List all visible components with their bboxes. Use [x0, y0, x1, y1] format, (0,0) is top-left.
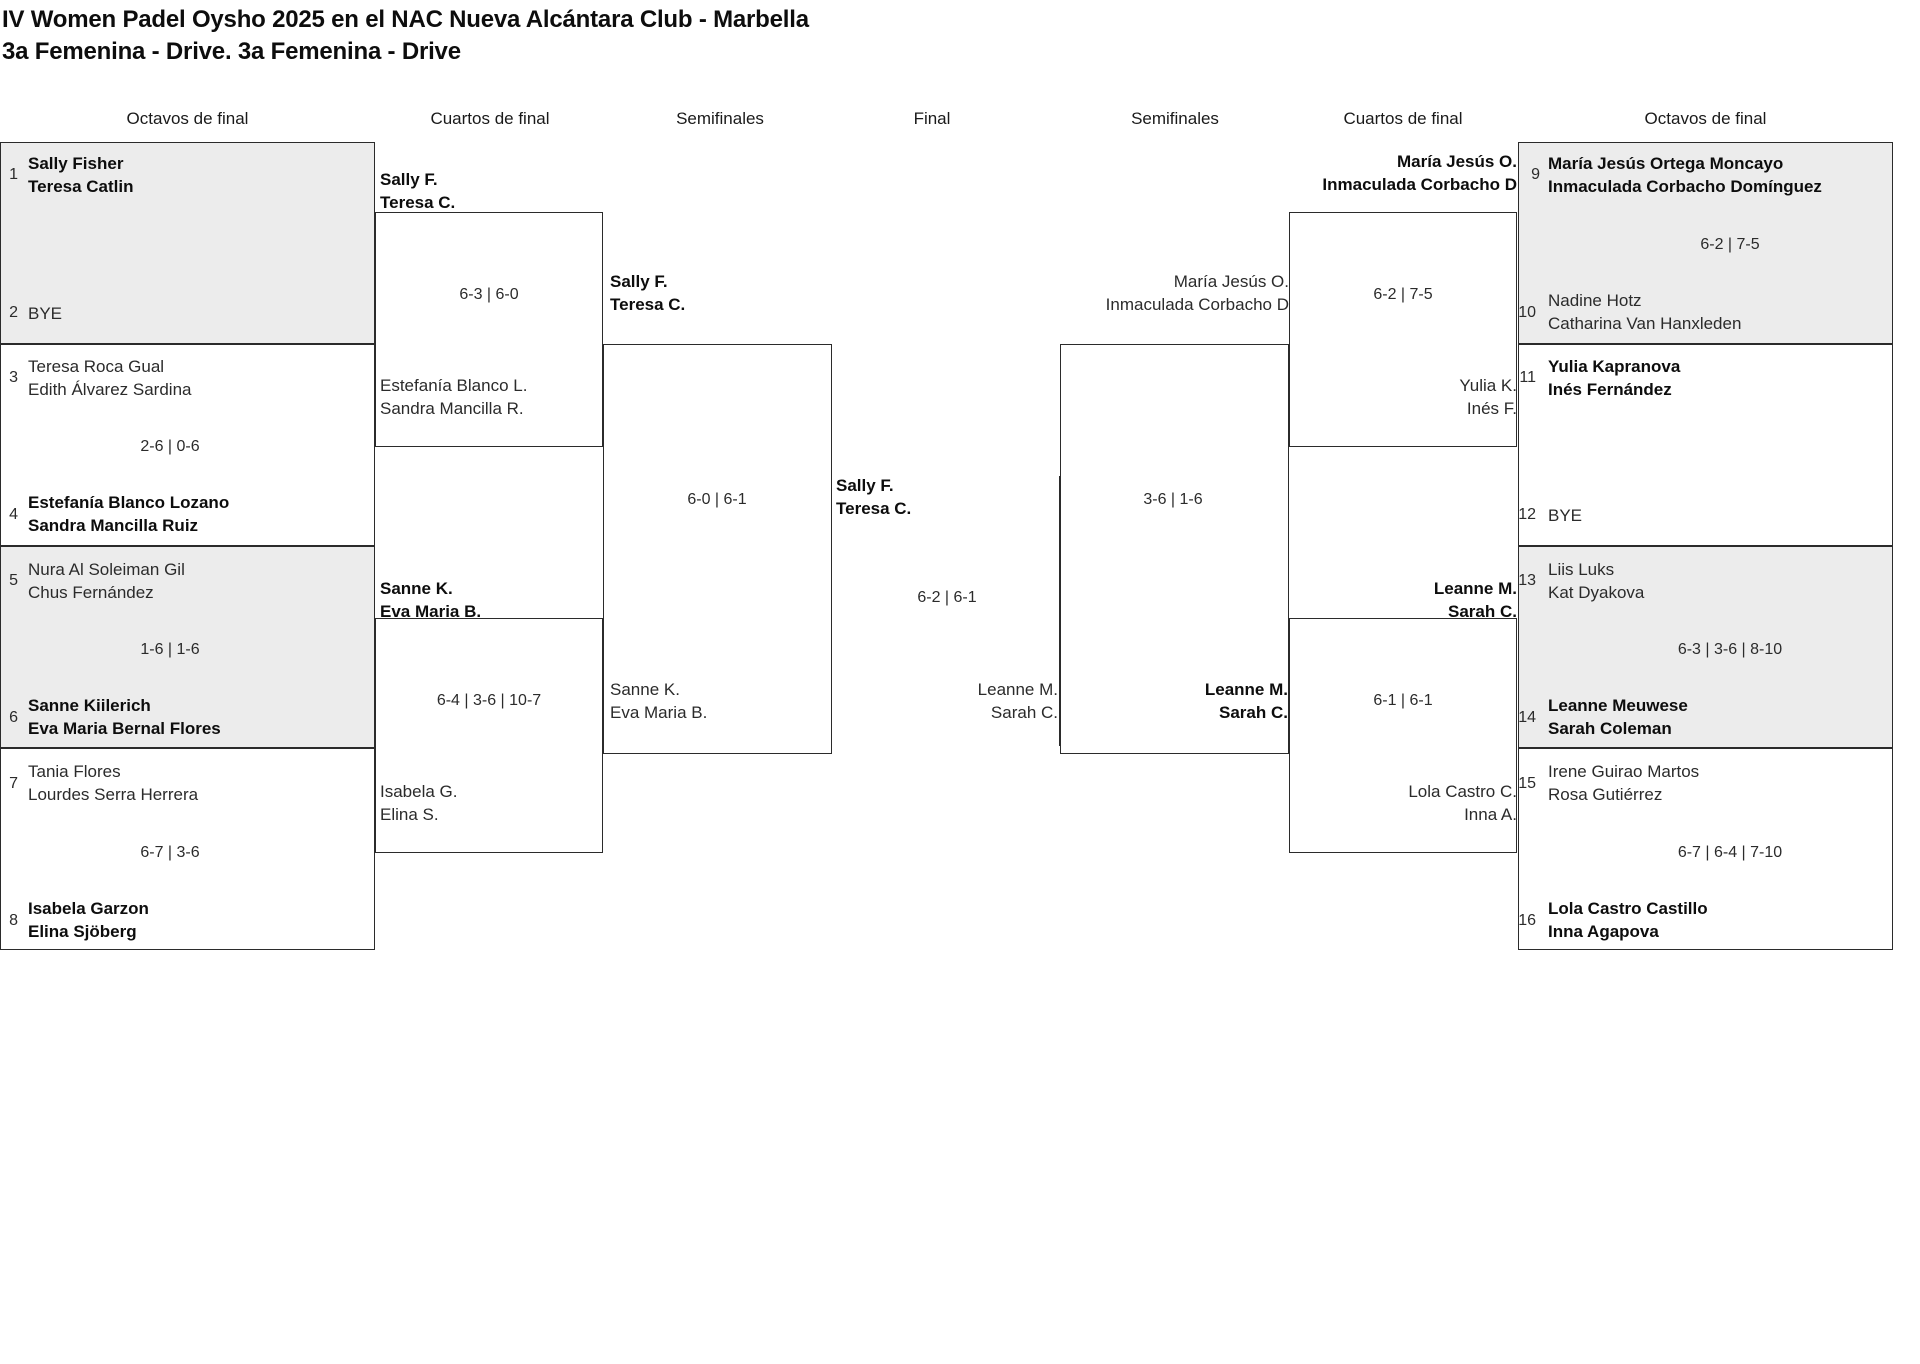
seed-11: 11: [1519, 369, 1536, 386]
match-box-right-sf-1[interactable]: [1060, 344, 1289, 754]
team-right-r16-4-top: Irene Guirao Martos Rosa Gutiérrez: [1548, 762, 1700, 804]
category-title: 3a Femenina - Drive. 3a Femenina - Drive: [2, 38, 461, 65]
team-right-r16-2-top: Yulia Kapranova Inés Fernández: [1548, 357, 1681, 399]
team-right-r16-3-top: Liis Luks Kat Dyakova: [1548, 560, 1645, 602]
team-right-r16-2-bottom: BYE: [1548, 506, 1583, 525]
team-right-r16-1-bottom: Nadine Hotz Catharina Van Hanxleden: [1548, 291, 1742, 333]
score-left-r16-4: 6-7 | 3-6: [140, 844, 200, 861]
match-box-right-qf-2[interactable]: [1289, 618, 1517, 853]
team-right-r16-4-bottom: Lola Castro Castillo Inna Agapova: [1548, 899, 1708, 941]
team-left-r16-1-top: Sally Fisher Teresa Catlin: [28, 154, 134, 196]
seed-8: 8: [9, 912, 18, 929]
seed-2: 2: [9, 304, 18, 321]
score-left-qf-1: 6-3 | 6-0: [459, 286, 519, 303]
team-left-qf-1-bottom: Estefanía Blanco L. Sandra Mancilla R.: [380, 376, 528, 418]
score-right-sf-1: 3-6 | 1-6: [1143, 491, 1203, 508]
seed-3: 3: [9, 369, 18, 386]
team-right-r16-1-top: María Jesús Ortega Moncayo Inmaculada Co…: [1548, 154, 1822, 196]
team-left-r16-2-top: Teresa Roca Gual Edith Álvarez Sardina: [28, 357, 192, 399]
team-right-sf-1-top-clip: María Jesús O. Inmaculada Corbacho D: [1040, 270, 1289, 320]
round-header-right-sf: Semifinales: [1131, 109, 1219, 128]
match-box-final[interactable]: [832, 476, 1060, 746]
score-right-qf-2: 6-1 | 6-1: [1373, 692, 1433, 709]
seed-10: 10: [1518, 304, 1536, 321]
team-right-r16-3-bottom: Leanne Meuwese Sarah Coleman: [1548, 696, 1688, 738]
score-right-qf-1: 6-2 | 7-5: [1373, 286, 1433, 303]
match-box-left-r16-4[interactable]: [0, 748, 375, 950]
seed-13: 13: [1518, 572, 1536, 589]
match-box-left-qf-2[interactable]: [375, 618, 603, 853]
match-box-right-r16-3[interactable]: [1518, 546, 1893, 748]
round-header-left-sf: Semifinales: [676, 109, 764, 128]
score-right-r16-3: 6-3 | 3-6 | 8-10: [1677, 641, 1783, 658]
match-box-left-sf-1[interactable]: [603, 344, 832, 754]
team-final-top: Sally F. Teresa C.: [836, 476, 912, 518]
seed-6: 6: [9, 709, 18, 726]
team-right-sf-1-bottom: Leanne M. Sarah C.: [1204, 680, 1288, 722]
team-left-r16-1-bottom: BYE: [28, 304, 63, 323]
seed-9: 9: [1531, 166, 1540, 183]
score-right-r16-4: 6-7 | 6-4 | 7-10: [1677, 844, 1783, 861]
score-left-r16-2: 2-6 | 0-6: [140, 438, 200, 455]
score-left-qf-2: 6-4 | 3-6 | 10-7: [436, 692, 542, 709]
team-left-r16-4-top: Tania Flores Lourdes Serra Herrera: [28, 762, 199, 804]
page-title: IV Women Padel Oysho 2025 en el NAC Nuev…: [2, 4, 1402, 68]
team-final-bottom: Leanne M. Sarah C.: [977, 680, 1058, 722]
match-box-right-qf-1[interactable]: [1289, 212, 1517, 447]
seed-5: 5: [9, 572, 18, 589]
team-right-qf-1-bottom: Yulia K. Inés F.: [1459, 376, 1517, 418]
score-final: 6-2 | 6-1: [917, 589, 977, 606]
team-right-sf-1-top: María Jesús O. Inmaculada Corbacho D: [1105, 272, 1289, 314]
seed-4: 4: [9, 506, 18, 523]
team-left-qf-1-top: Sally F. Teresa C.: [380, 170, 456, 212]
score-right-r16-1: 6-2 | 7-5: [1700, 236, 1760, 253]
match-box-left-r16-2[interactable]: [0, 344, 375, 546]
score-left-r16-3: 1-6 | 1-6: [140, 641, 200, 658]
team-left-qf-2-top: Sanne K. Eva Maria B.: [380, 579, 482, 621]
match-box-right-r16-4[interactable]: [1518, 748, 1893, 950]
round-header-final: Final: [913, 109, 951, 128]
round-header-right-r16: Octavos de final: [1644, 109, 1767, 128]
score-left-sf-1: 6-0 | 6-1: [687, 491, 747, 508]
match-box-left-r16-1[interactable]: [0, 142, 375, 344]
seed-14: 14: [1518, 709, 1536, 726]
tournament-title: IV Women Padel Oysho 2025 en el NAC Nuev…: [2, 6, 809, 33]
match-box-right-r16-2[interactable]: [1518, 344, 1893, 546]
seed-15: 15: [1518, 775, 1536, 792]
seed-16: 16: [1518, 912, 1536, 929]
match-box-left-qf-1[interactable]: [375, 212, 603, 447]
seed-7: 7: [9, 775, 18, 792]
team-left-r16-2-bottom: Estefanía Blanco Lozano Sandra Mancilla …: [28, 493, 230, 535]
round-header-right-qf: Cuartos de final: [1343, 109, 1463, 128]
team-left-r16-3-bottom: Sanne Kiilerich Eva Maria Bernal Flores: [28, 696, 221, 738]
team-left-qf-2-bottom: Isabela G. Elina S.: [380, 782, 458, 824]
team-right-qf-1-top-clip: María Jesús O. Inmaculada Corbacho D: [1268, 150, 1517, 200]
seed-1: 1: [9, 166, 18, 183]
team-left-r16-4-bottom: Isabela Garzon Elina Sjöberg: [28, 899, 149, 941]
seed-12: 12: [1518, 506, 1536, 523]
team-right-qf-2-top: Leanne M. Sarah C.: [1433, 579, 1517, 621]
team-right-qf-2-bottom: Lola Castro C. Inna A.: [1408, 782, 1517, 824]
team-left-sf-1-bottom: Sanne K. Eva Maria B.: [610, 680, 708, 722]
match-box-right-r16-1[interactable]: [1518, 142, 1893, 344]
team-right-qf-1-top: María Jesús O. Inmaculada Corbacho D: [1322, 152, 1517, 194]
round-header-left-qf: Cuartos de final: [430, 109, 550, 128]
match-box-left-r16-3[interactable]: [0, 546, 375, 748]
team-left-sf-1-top: Sally F. Teresa C.: [610, 272, 686, 314]
round-header-left-r16: Octavos de final: [126, 109, 249, 128]
team-left-r16-3-top: Nura Al Soleiman Gil Chus Fernández: [28, 560, 185, 602]
